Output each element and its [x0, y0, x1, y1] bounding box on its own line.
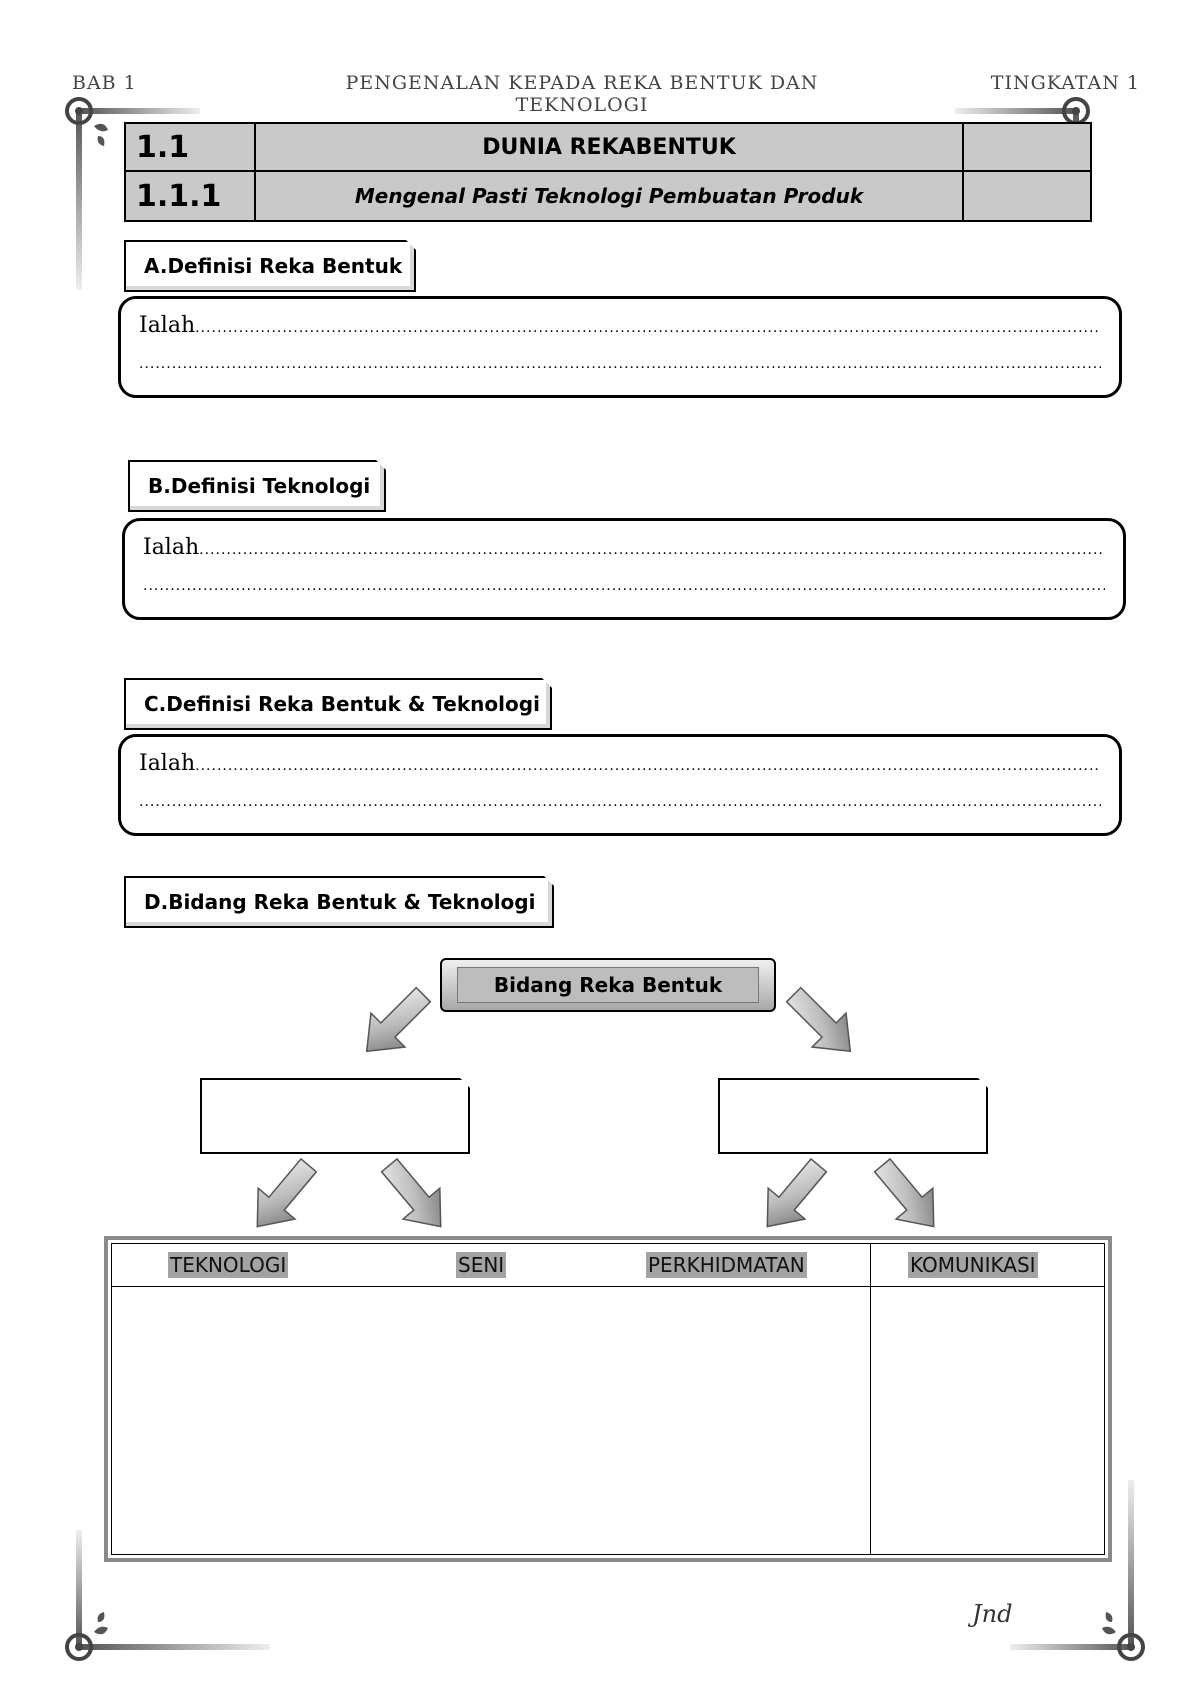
chapter-label: BAB 1	[72, 72, 137, 94]
blank-category-box-left[interactable]	[200, 1078, 470, 1154]
arrow-icon	[863, 1149, 953, 1240]
signature: Jnd	[972, 1600, 1013, 1628]
arrow-icon	[348, 980, 442, 1070]
arrow-icon	[238, 1149, 328, 1240]
top-left-ornament	[65, 97, 200, 290]
table-header-komunikasi: KOMUNIKASI	[908, 1252, 1038, 1278]
section-a-answer-box[interactable]: Ialah...................................…	[118, 296, 1122, 398]
section-a-label: A.Definisi Reka Bentuk	[124, 240, 416, 292]
bidang-reka-bentuk-box: Bidang Reka Bentuk	[440, 958, 776, 1012]
chapter-title: PENGENALAN KEPADA REKA BENTUK DAN TEKNOL…	[345, 72, 819, 116]
table-header-teknologi: TEKNOLOGI	[168, 1252, 289, 1278]
bottom-right-ornament	[1010, 1480, 1145, 1661]
arrow-icon	[370, 1149, 460, 1240]
section-number: 1.1	[126, 124, 256, 172]
subsection-title: Mengenal Pasti Teknologi Pembuatan Produ…	[256, 172, 964, 220]
subsection-number: 1.1.1	[126, 172, 256, 220]
answer-prefix: Ialah	[139, 751, 196, 776]
answer-prefix: Ialah	[143, 535, 200, 560]
category-table: TEKNOLOGI SENI PERKHIDMATAN KOMUNIKASI	[104, 1236, 1112, 1562]
empty-cell	[964, 124, 1090, 172]
table-row-divider	[112, 1286, 1104, 1287]
table-column-divider	[870, 1244, 871, 1554]
section-d-label: D.Bidang Reka Bentuk & Teknologi	[124, 876, 554, 928]
table-header-perkhidmatan: PERKHIDMATAN	[646, 1252, 807, 1278]
answer-prefix: Ialah	[139, 313, 196, 338]
diagram-arrows	[238, 980, 953, 1240]
arrow-icon	[775, 980, 869, 1070]
section-c-answer-box[interactable]: Ialah...................................…	[118, 734, 1122, 836]
empty-cell	[964, 172, 1090, 220]
section-b-label: B.Definisi Teknologi	[128, 460, 386, 512]
section-title: DUNIA REKABENTUK	[256, 124, 964, 172]
bidang-reka-bentuk-label: Bidang Reka Bentuk	[457, 967, 759, 1003]
arrow-icon	[748, 1149, 838, 1240]
form-level-label: TINGKATAN 1	[990, 72, 1140, 94]
table-header-seni: SENI	[456, 1252, 507, 1278]
bottom-left-ornament	[65, 1530, 270, 1661]
blank-category-box-right[interactable]	[718, 1078, 988, 1154]
title-table: 1.1 DUNIA REKABENTUK 1.1.1 Mengenal Past…	[124, 122, 1092, 222]
section-c-label: C.Definisi Reka Bentuk & Teknologi	[124, 678, 552, 730]
section-b-answer-box[interactable]: Ialah...................................…	[122, 518, 1126, 620]
